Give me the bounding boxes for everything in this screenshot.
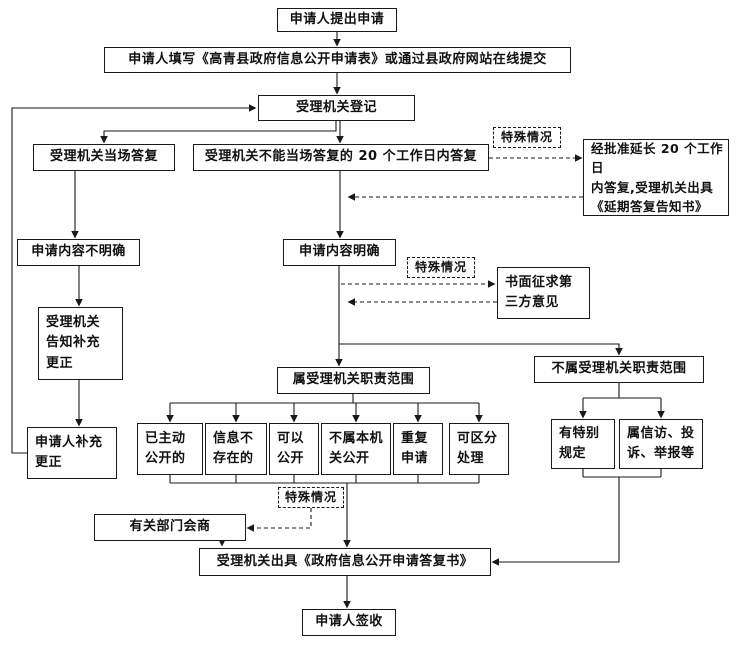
node-register: 受理机关登记: [258, 95, 415, 121]
node-not-exist: 信息不 存在的: [205, 423, 267, 475]
node-not-this-organ: 不属本机 关公开: [321, 423, 391, 475]
node-can-public: 可以 公开: [269, 423, 319, 475]
special-case-label-2: 特殊情况: [407, 257, 475, 278]
node-out-of-scope: 不属受理机关职责范围: [534, 356, 704, 383]
node-fill-form: 申请人填写《高青县政府信息公开申请表》或通过县政府网站在线提交: [104, 47, 571, 73]
node-petition: 属信访、投 诉、举报等: [619, 419, 703, 469]
special-case-label-3: 特殊情况: [278, 487, 344, 508]
node-answer-onspot: 受理机关当场答复: [33, 144, 175, 171]
node-third-party-opinion: 书面征求第 三方意见: [497, 267, 590, 319]
node-special-rules: 有特别 规定: [551, 419, 615, 469]
node-dept-consult: 有关部门会商: [94, 514, 246, 541]
special-case-label-1: 特殊情况: [493, 127, 561, 148]
node-separable: 可区分 处理: [449, 423, 509, 475]
node-extension: 经批准延长 20 个工作日 内答复,受理机关出具 《延期答复告知书》: [583, 139, 729, 216]
node-content-clear: 申请内容明确: [283, 239, 396, 266]
node-issue-reply: 受理机关出具《政府信息公开申请答复书》: [199, 548, 491, 576]
node-repeat-apply: 重复 申请: [393, 423, 443, 475]
node-content-unclear: 申请内容不明确: [17, 239, 140, 266]
node-already-public: 已主动 公开的: [137, 423, 203, 475]
node-in-scope: 属受理机关职责范围: [277, 367, 430, 394]
node-notify-supplement: 受理机关 告知补充 更正: [38, 307, 123, 380]
node-answer-within-20-days: 受理机关不能当场答复的 20 个工作日内答复: [193, 144, 489, 171]
node-sign-receipt: 申请人签收: [302, 609, 396, 636]
node-start: 申请人提出申请: [277, 8, 397, 32]
node-applicant-supplement: 申请人补充 更正: [27, 427, 117, 479]
